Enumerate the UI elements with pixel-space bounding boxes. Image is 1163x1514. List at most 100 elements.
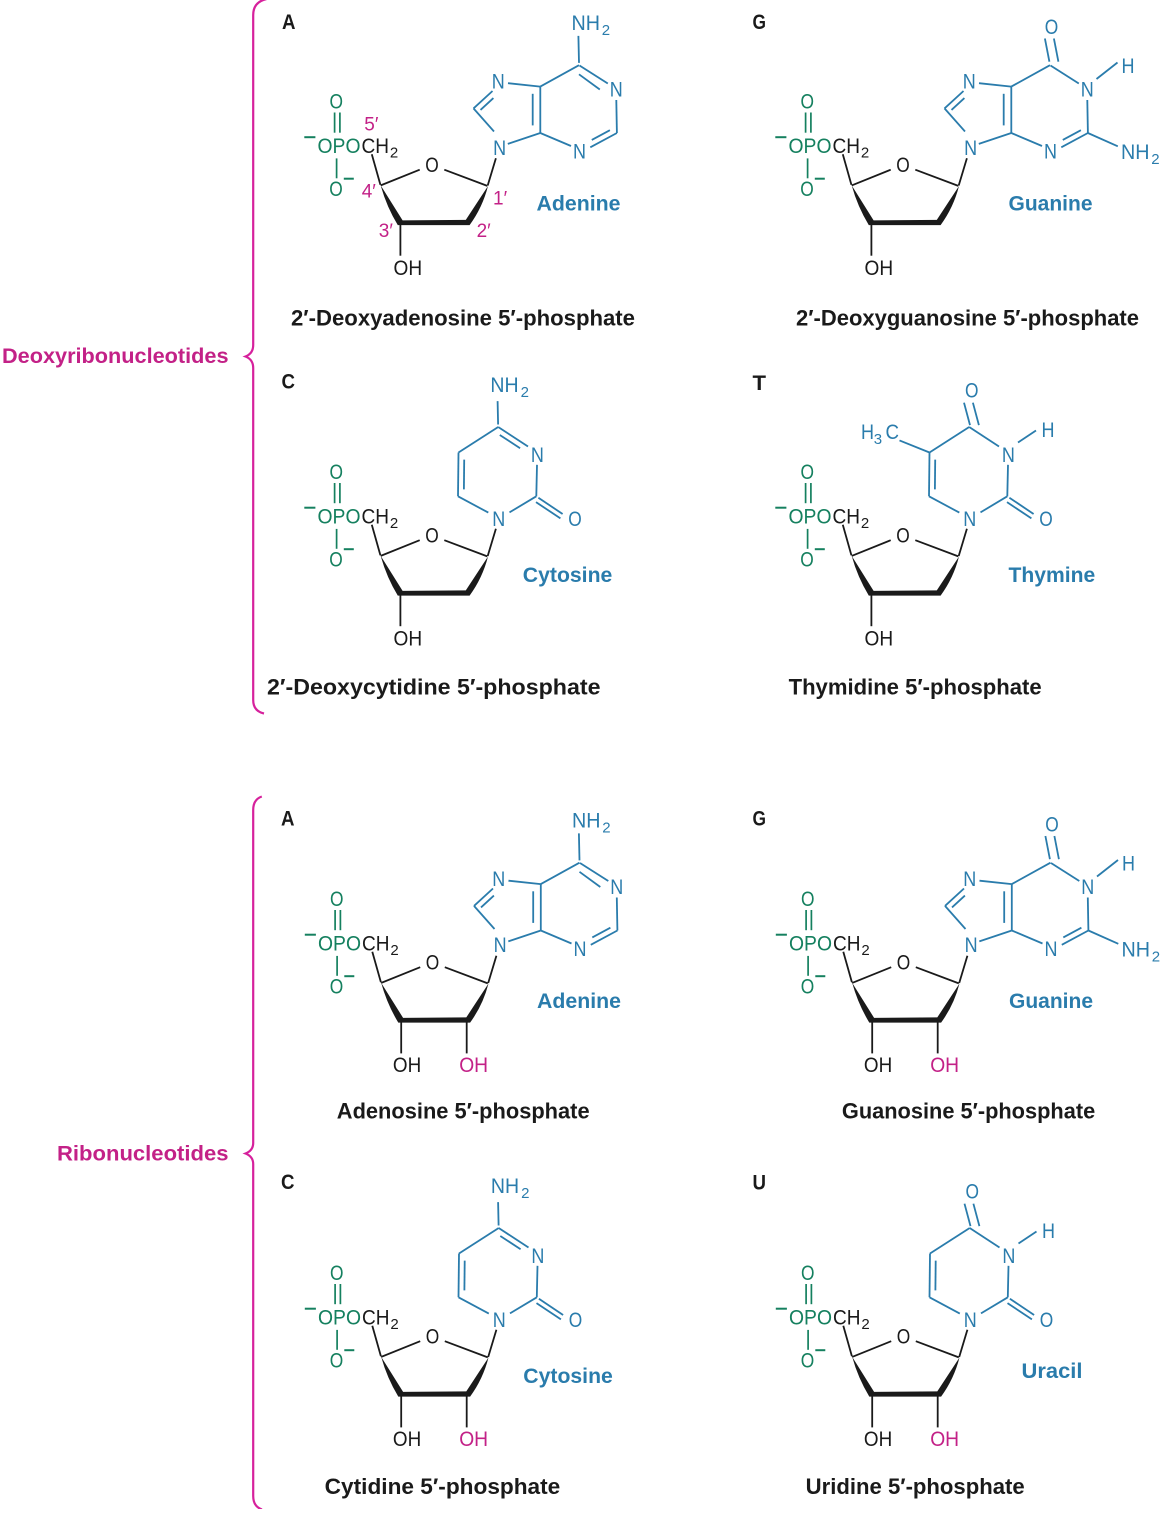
svg-text:NH: NH xyxy=(490,374,518,397)
svg-text:CH: CH xyxy=(833,506,861,529)
svg-text:H: H xyxy=(1042,419,1055,442)
svg-text:2′-Deoxycytidine 5′-phosphate: 2′-Deoxycytidine 5′-phosphate xyxy=(267,675,601,700)
svg-text:N: N xyxy=(1002,444,1015,467)
svg-text:NH: NH xyxy=(1121,141,1150,164)
svg-text:OH: OH xyxy=(864,1054,892,1077)
svg-text:N: N xyxy=(963,868,976,891)
svg-text:O: O xyxy=(1039,508,1053,531)
svg-text:NH: NH xyxy=(572,810,601,833)
svg-text:OH: OH xyxy=(459,1428,488,1451)
svg-text:Adenosine 5′-phosphate: Adenosine 5′-phosphate xyxy=(337,1099,590,1124)
svg-text:CH: CH xyxy=(362,1307,390,1330)
svg-text:O: O xyxy=(330,1349,344,1372)
svg-text:2: 2 xyxy=(390,145,398,162)
svg-text:2′-Deoxyguanosine 5′-phosphate: 2′-Deoxyguanosine 5′-phosphate xyxy=(796,306,1139,331)
svg-text:O: O xyxy=(330,1262,344,1285)
svg-text:N: N xyxy=(492,868,505,891)
svg-text:O: O xyxy=(330,888,344,911)
svg-text:H: H xyxy=(861,421,874,444)
svg-text:O: O xyxy=(1045,16,1059,39)
svg-text:Guanine: Guanine xyxy=(1009,990,1093,1013)
svg-text:OPO: OPO xyxy=(318,1307,361,1330)
svg-text:N: N xyxy=(1081,79,1094,102)
svg-text:2: 2 xyxy=(390,515,398,532)
svg-text:N: N xyxy=(574,938,587,961)
svg-text:OH: OH xyxy=(864,1428,892,1451)
svg-text:CH: CH xyxy=(833,933,861,956)
svg-text:H: H xyxy=(1042,1220,1055,1243)
svg-text:2: 2 xyxy=(521,384,529,401)
svg-text:2: 2 xyxy=(861,1316,869,1333)
svg-text:OPO: OPO xyxy=(789,933,832,956)
svg-text:CH: CH xyxy=(362,933,390,956)
svg-text:N: N xyxy=(1045,938,1058,961)
svg-text:T: T xyxy=(753,372,767,395)
svg-text:O: O xyxy=(1045,814,1059,837)
svg-text:O: O xyxy=(1040,1309,1054,1332)
svg-text:G: G xyxy=(753,11,767,34)
svg-text:Cytosine: Cytosine xyxy=(523,1365,613,1388)
svg-text:O: O xyxy=(896,154,910,177)
svg-text:H: H xyxy=(1122,55,1135,78)
svg-text:CH: CH xyxy=(833,135,861,158)
svg-text:OH: OH xyxy=(865,257,894,280)
svg-text:OPO: OPO xyxy=(789,135,832,158)
svg-text:O: O xyxy=(329,461,343,484)
svg-text:2: 2 xyxy=(1151,151,1159,168)
svg-text:O: O xyxy=(897,1326,911,1349)
svg-text:O: O xyxy=(801,888,815,911)
svg-text:2: 2 xyxy=(861,515,869,532)
svg-text:OH: OH xyxy=(865,627,894,650)
svg-text:CH: CH xyxy=(362,506,390,529)
svg-text:O: O xyxy=(329,548,343,571)
svg-text:2: 2 xyxy=(521,1185,529,1202)
svg-text:2: 2 xyxy=(390,942,398,959)
svg-text:Uridine 5′-phosphate: Uridine 5′-phosphate xyxy=(806,1474,1025,1499)
svg-text:N: N xyxy=(610,79,623,102)
svg-text:5′: 5′ xyxy=(364,115,379,136)
svg-text:N: N xyxy=(964,1309,977,1332)
svg-text:Adenine: Adenine xyxy=(537,990,621,1013)
svg-text:OPO: OPO xyxy=(789,506,832,529)
svg-text:2: 2 xyxy=(861,145,869,162)
svg-text:N: N xyxy=(1044,140,1057,163)
svg-text:Deoxyribonucleotides: Deoxyribonucleotides xyxy=(2,344,229,368)
svg-text:2: 2 xyxy=(390,1316,398,1333)
svg-text:N: N xyxy=(531,1245,544,1268)
svg-text:N: N xyxy=(1002,1245,1015,1268)
svg-text:O: O xyxy=(426,952,440,975)
svg-text:G: G xyxy=(753,808,767,831)
svg-text:Thymine: Thymine xyxy=(1009,564,1096,587)
svg-text:N: N xyxy=(492,508,505,531)
svg-text:A: A xyxy=(282,11,296,34)
svg-text:NH: NH xyxy=(1122,938,1151,961)
svg-text:N: N xyxy=(573,140,586,163)
svg-text:OH: OH xyxy=(930,1428,959,1451)
svg-text:U: U xyxy=(753,1172,767,1195)
svg-text:NH: NH xyxy=(572,12,601,35)
svg-text:O: O xyxy=(329,178,343,201)
svg-text:O: O xyxy=(897,952,911,975)
svg-text:O: O xyxy=(425,525,439,548)
svg-text:O: O xyxy=(800,91,814,114)
svg-text:N: N xyxy=(610,876,623,899)
svg-text:4′: 4′ xyxy=(362,182,377,203)
svg-text:O: O xyxy=(800,461,814,484)
svg-text:CH: CH xyxy=(833,1307,861,1330)
svg-text:O: O xyxy=(568,508,582,531)
svg-text:N: N xyxy=(965,934,978,957)
svg-text:2: 2 xyxy=(602,820,610,837)
svg-text:O: O xyxy=(966,1181,980,1204)
svg-text:O: O xyxy=(330,975,344,998)
svg-text:N: N xyxy=(493,137,506,160)
svg-text:N: N xyxy=(492,71,505,94)
svg-text:OH: OH xyxy=(930,1054,959,1077)
svg-text:Cytidine 5′-phosphate: Cytidine 5′-phosphate xyxy=(325,1474,561,1499)
svg-text:OH: OH xyxy=(393,1428,421,1451)
svg-text:O: O xyxy=(965,380,979,403)
svg-text:OH: OH xyxy=(394,257,423,280)
svg-text:OPO: OPO xyxy=(318,135,361,158)
svg-text:Guanosine 5′-phosphate: Guanosine 5′-phosphate xyxy=(842,1099,1095,1124)
svg-text:O: O xyxy=(896,525,910,548)
svg-text:Uracil: Uracil xyxy=(1022,1360,1083,1383)
